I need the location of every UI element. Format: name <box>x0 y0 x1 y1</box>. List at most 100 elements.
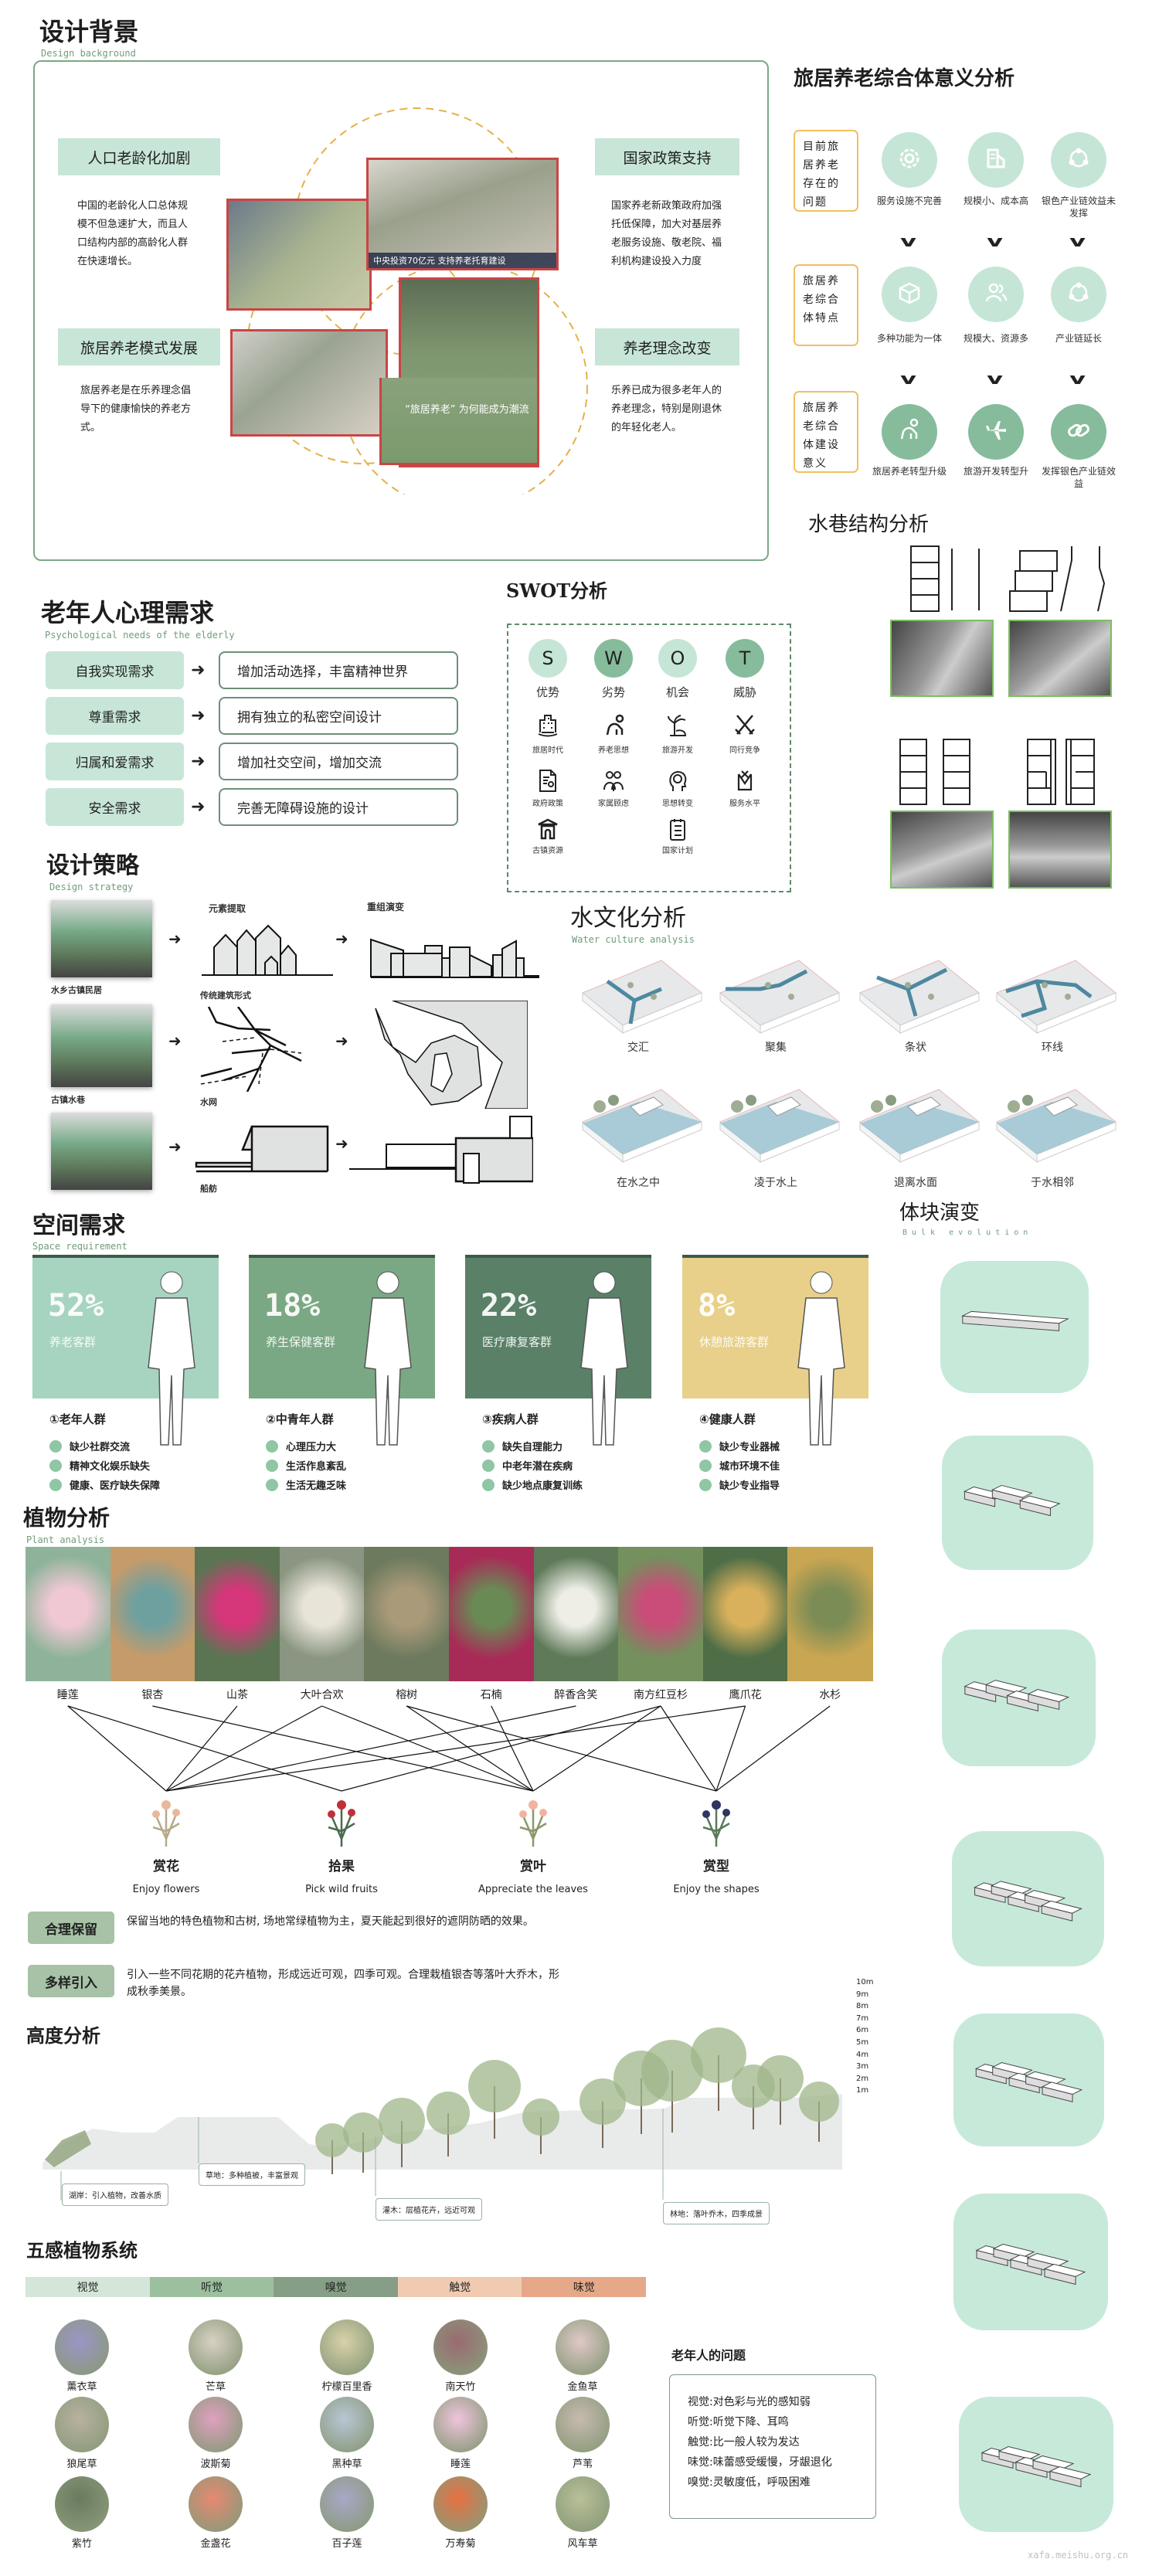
flower-icon <box>147 1793 185 1850</box>
audience-crowd: ②中青年人群 <box>266 1412 334 1426</box>
audience-percent: 18% <box>264 1288 321 1324</box>
swot-factor-label: 服务水平 <box>729 800 760 808</box>
need-bullet: 缺少专业指导 <box>699 1477 780 1492</box>
bullet-dot <box>482 1478 495 1491</box>
plant-name: 榕树 <box>396 1689 418 1701</box>
significance-item-text: 旅游开发转型升 <box>963 466 1028 477</box>
plant-photo <box>195 1547 280 1681</box>
design-background-frame <box>33 60 769 561</box>
category-en: Pick wild fruits <box>305 1884 378 1895</box>
bullet-dot <box>699 1439 712 1453</box>
significance-icon-circle <box>882 267 937 322</box>
chevron-down-icon: v <box>987 369 1003 388</box>
recomposed-roof-drawing <box>369 935 541 983</box>
bullet-dot <box>482 1439 495 1453</box>
lane-diagram <box>909 545 994 617</box>
clipboard-icon <box>665 817 690 845</box>
elder-icon <box>896 416 923 447</box>
swot-factor-label: 政府政策 <box>532 800 563 808</box>
link-icon <box>1065 416 1093 447</box>
category-en: Appreciate the leaves <box>478 1884 588 1895</box>
audience-crowd: ①老年人群 <box>49 1412 106 1426</box>
sense-tab[interactable]: 嗅觉 <box>274 2277 399 2297</box>
need-box: 尊重需求 <box>46 697 184 735</box>
bullet-dot <box>266 1459 278 1472</box>
need-box: 安全需求 <box>46 788 184 826</box>
sense-tab[interactable]: 触觉 <box>397 2277 522 2297</box>
arrow-right-icon: ➜ <box>191 706 206 726</box>
chevron-down-icon: v <box>1069 369 1086 388</box>
water-relation-plate <box>714 1083 845 1167</box>
sense-plant-photo <box>433 2319 488 2375</box>
arrow-right-icon: ➜ <box>191 661 206 680</box>
need-text: 缺少地点康复训练 <box>502 1480 583 1492</box>
strategy-element-label: 传统建筑形式 <box>200 991 251 1001</box>
category-cn: 拾果 <box>328 1859 355 1874</box>
swot-letter-circle: S <box>529 639 567 678</box>
significance-row-label: 旅居养老综合体特点 <box>794 264 858 346</box>
audience-percent: 22% <box>481 1288 537 1324</box>
plant-link <box>165 1705 238 1792</box>
swot-factor-label: 古镇资源 <box>532 847 563 855</box>
sense-plant-name: 南天竹 <box>445 2381 476 2393</box>
audience-crowd: ③疾病人群 <box>482 1412 539 1426</box>
strategy-photo <box>51 1004 152 1087</box>
sense-tab[interactable]: 视觉 <box>25 2277 150 2297</box>
need-text: 心理压力大 <box>286 1442 337 1453</box>
sense-plant-name: 柠檬百里香 <box>321 2381 372 2393</box>
need-text: 生活作息紊乱 <box>286 1461 347 1473</box>
plant-photo <box>618 1547 704 1681</box>
sense-plant-name: 紫竹 <box>71 2538 92 2550</box>
swot-factor-label: 家属顾虑 <box>598 800 629 808</box>
plant-name: 石楠 <box>480 1689 502 1701</box>
plant-link <box>165 1705 576 1792</box>
arrow-right-icon: ➜ <box>168 1137 182 1156</box>
swot-factor-label: 同行竞争 <box>729 746 760 755</box>
significance-icon-circle <box>968 404 1024 460</box>
lane-diagram <box>1008 545 1109 617</box>
sense-plant-photo <box>55 2319 109 2375</box>
elderly-photo <box>226 199 372 311</box>
plant-name: 山茶 <box>226 1689 248 1701</box>
need-bullet: 缺少社群交流 <box>49 1439 130 1453</box>
audience-segment: 养生保健客群 <box>266 1335 336 1349</box>
five-senses-title: 五感植物系统 <box>26 2239 138 2262</box>
massing-model <box>961 1310 1069 1331</box>
arrow-right-icon: ➜ <box>335 1134 348 1153</box>
need-bullet: 缺少地点康复训练 <box>482 1477 583 1492</box>
bullet-dot <box>699 1459 712 1472</box>
sense-plant-photo <box>189 2397 243 2452</box>
need-text: 缺少社群交流 <box>70 1442 131 1453</box>
sense-tab[interactable]: 听觉 <box>149 2277 274 2297</box>
bulk-stage <box>953 2194 1108 2330</box>
service-icon <box>732 768 757 796</box>
problem-line: 味觉:味蕾感受缓慢，牙龈退化 <box>688 2456 832 2469</box>
arrow-right-icon: ➜ <box>335 929 348 948</box>
category-en: Enjoy the shapes <box>673 1884 760 1895</box>
significance-icon-circle <box>968 132 1024 188</box>
arrow-right-icon: ➜ <box>191 797 206 817</box>
audience-percent: 52% <box>48 1288 104 1324</box>
arrow-right-icon: ➜ <box>168 929 182 948</box>
need-box: 归属和爱需求 <box>46 743 184 780</box>
leaf-icon <box>514 1793 552 1850</box>
water-relation-plate <box>576 1083 708 1167</box>
sense-tab[interactable]: 味觉 <box>522 2277 647 2297</box>
height-scale-tick: 6m <box>856 2026 869 2035</box>
need-bullet: 精神文化娱乐缺失 <box>49 1458 150 1473</box>
sense-plant-name: 黑种草 <box>331 2459 362 2470</box>
plant-name: 水杉 <box>819 1689 841 1701</box>
need-text: 精神文化娱乐缺失 <box>70 1461 151 1473</box>
height-title: 高度分析 <box>26 2024 100 2047</box>
arrow-right-icon: ➜ <box>191 752 206 771</box>
chevron-down-icon: v <box>987 232 1003 250</box>
problem-line: 视觉:对色彩与光的感知弱 <box>688 2396 811 2408</box>
strategy-subtitle: Design strategy <box>49 882 134 892</box>
plant-link <box>67 1705 342 1792</box>
sense-plant-name: 睡莲 <box>450 2459 471 2470</box>
psych-title: 老年人心理需求 <box>41 598 215 627</box>
significance-item-text: 产业链延长 <box>1055 333 1102 344</box>
plant-link <box>406 1705 717 1792</box>
bulk-subtitle: Bulk evolution <box>902 1229 1033 1237</box>
water-relation-label: 在水之中 <box>617 1177 660 1189</box>
